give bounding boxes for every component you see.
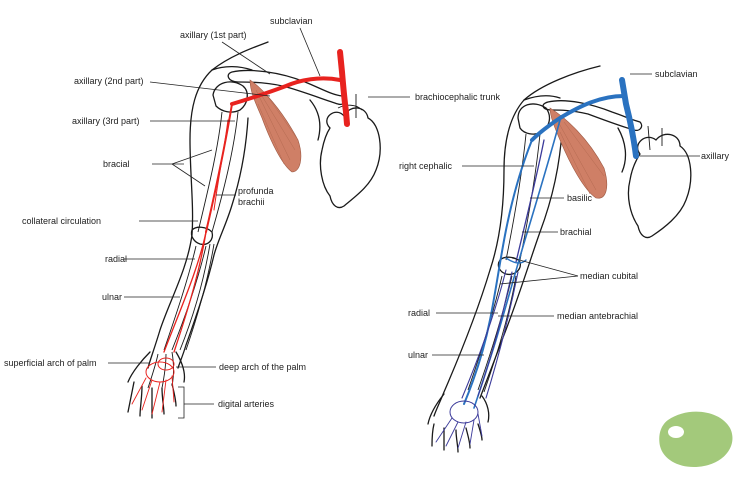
- label-axillary-vein: axillary: [701, 151, 730, 161]
- ulnar-artery: [163, 231, 207, 353]
- superficial-palmar-arch: [145, 361, 175, 383]
- arteries: [131, 49, 350, 415]
- right-heart-vessels: [647, 125, 663, 151]
- label-radial-artery: radial: [105, 254, 127, 264]
- right-hand: [427, 393, 490, 453]
- leader-axillary-2nd: [149, 81, 271, 97]
- digital-veins: [435, 413, 483, 449]
- left-heart: [319, 107, 381, 209]
- label-collateral: collateral circulation: [22, 216, 101, 226]
- label-ulnar-artery: ulnar: [102, 292, 122, 302]
- digital-bracket: [178, 386, 214, 419]
- left-elbow: [190, 226, 214, 246]
- brachial-vein: [515, 139, 545, 263]
- left-arm-outline-inner: [177, 117, 249, 369]
- right-arm-outline: [433, 65, 601, 417]
- label-subclavian-vein: subclavian: [655, 69, 698, 79]
- label-median-cubital: median cubital: [580, 271, 638, 281]
- right-pectoral-muscle: [549, 107, 608, 199]
- label-brachial-vein: brachial: [560, 227, 592, 237]
- ulnar-vein: [485, 271, 519, 399]
- subclavian-artery: [337, 49, 349, 115]
- label-bracial: bracial: [103, 159, 130, 169]
- arterial-leader-lines: [108, 27, 410, 419]
- profunda-brachii: [213, 119, 229, 211]
- label-brachiocephalic: brachiocephalic trunk: [415, 92, 501, 102]
- label-radial-vein: radial: [408, 308, 430, 318]
- subclavian-vein: [619, 77, 639, 159]
- label-profunda-line1: profunda: [238, 186, 274, 196]
- palmar-venous-arch: [449, 400, 479, 424]
- label-deep-arch: deep arch of the palm: [219, 362, 306, 372]
- leader-bracial-c: [171, 163, 206, 187]
- green-logo-blob: [659, 411, 733, 468]
- deep-palmar-arch: [157, 357, 175, 371]
- label-median-antebrachial: median antebrachial: [557, 311, 638, 321]
- label-axillary-3rd: axillary (3rd part): [72, 116, 140, 126]
- right-muscle-fibers: [555, 117, 605, 195]
- right-shoulder-top: [523, 95, 627, 173]
- veins: [435, 77, 639, 449]
- label-subclavian-artery: subclavian: [270, 16, 313, 26]
- leader-median-cubital-a: [511, 257, 579, 277]
- label-profunda-line2: brachii: [238, 197, 265, 207]
- right-humerus-shaft: [505, 133, 541, 261]
- label-ulnar-vein: ulnar: [408, 350, 428, 360]
- left-humerus-shaft: [197, 111, 239, 233]
- venous-labels: subclavian axillary right cephalic basil…: [399, 69, 730, 360]
- left-pectoral-muscle: [249, 79, 302, 173]
- left-shoulder-top: [211, 65, 321, 141]
- arterial-arm-figure: subclavian axillary (1st part) axillary …: [4, 16, 501, 419]
- green-blob-highlight: [668, 426, 684, 438]
- axillary-vein: [530, 94, 626, 142]
- green-blob-shape: [659, 411, 733, 468]
- left-humerus-head: [212, 81, 248, 113]
- right-humerus-head: [517, 103, 551, 135]
- venous-leader-lines: [432, 73, 700, 356]
- label-right-cephalic: right cephalic: [399, 161, 453, 171]
- label-axillary-2nd: axillary (2nd part): [74, 76, 144, 86]
- brachiocephalic-artery: [343, 109, 350, 127]
- label-superficial-arch: superficial arch of palm: [4, 358, 97, 368]
- right-heart: [627, 133, 692, 239]
- label-axillary-1st: axillary (1st part): [180, 30, 247, 40]
- median-antebrachial-vein: [477, 271, 513, 397]
- left-muscle-fibers: [255, 89, 299, 165]
- arterial-labels: subclavian axillary (1st part) axillary …: [4, 16, 501, 409]
- leader-bracial-b: [171, 149, 213, 165]
- label-basilic: basilic: [567, 193, 593, 203]
- cephalic-vein: [463, 139, 533, 405]
- radial-artery: [173, 231, 207, 353]
- digital-arteries: [131, 375, 175, 415]
- axillary-artery: [230, 76, 342, 106]
- venous-arm-figure: subclavian axillary right cephalic basil…: [399, 65, 730, 453]
- leader-median-cubital-b: [499, 275, 579, 285]
- leader-axillary-1st: [221, 41, 271, 75]
- leader-subclavian: [299, 27, 321, 77]
- label-digital: digital arteries: [218, 399, 275, 409]
